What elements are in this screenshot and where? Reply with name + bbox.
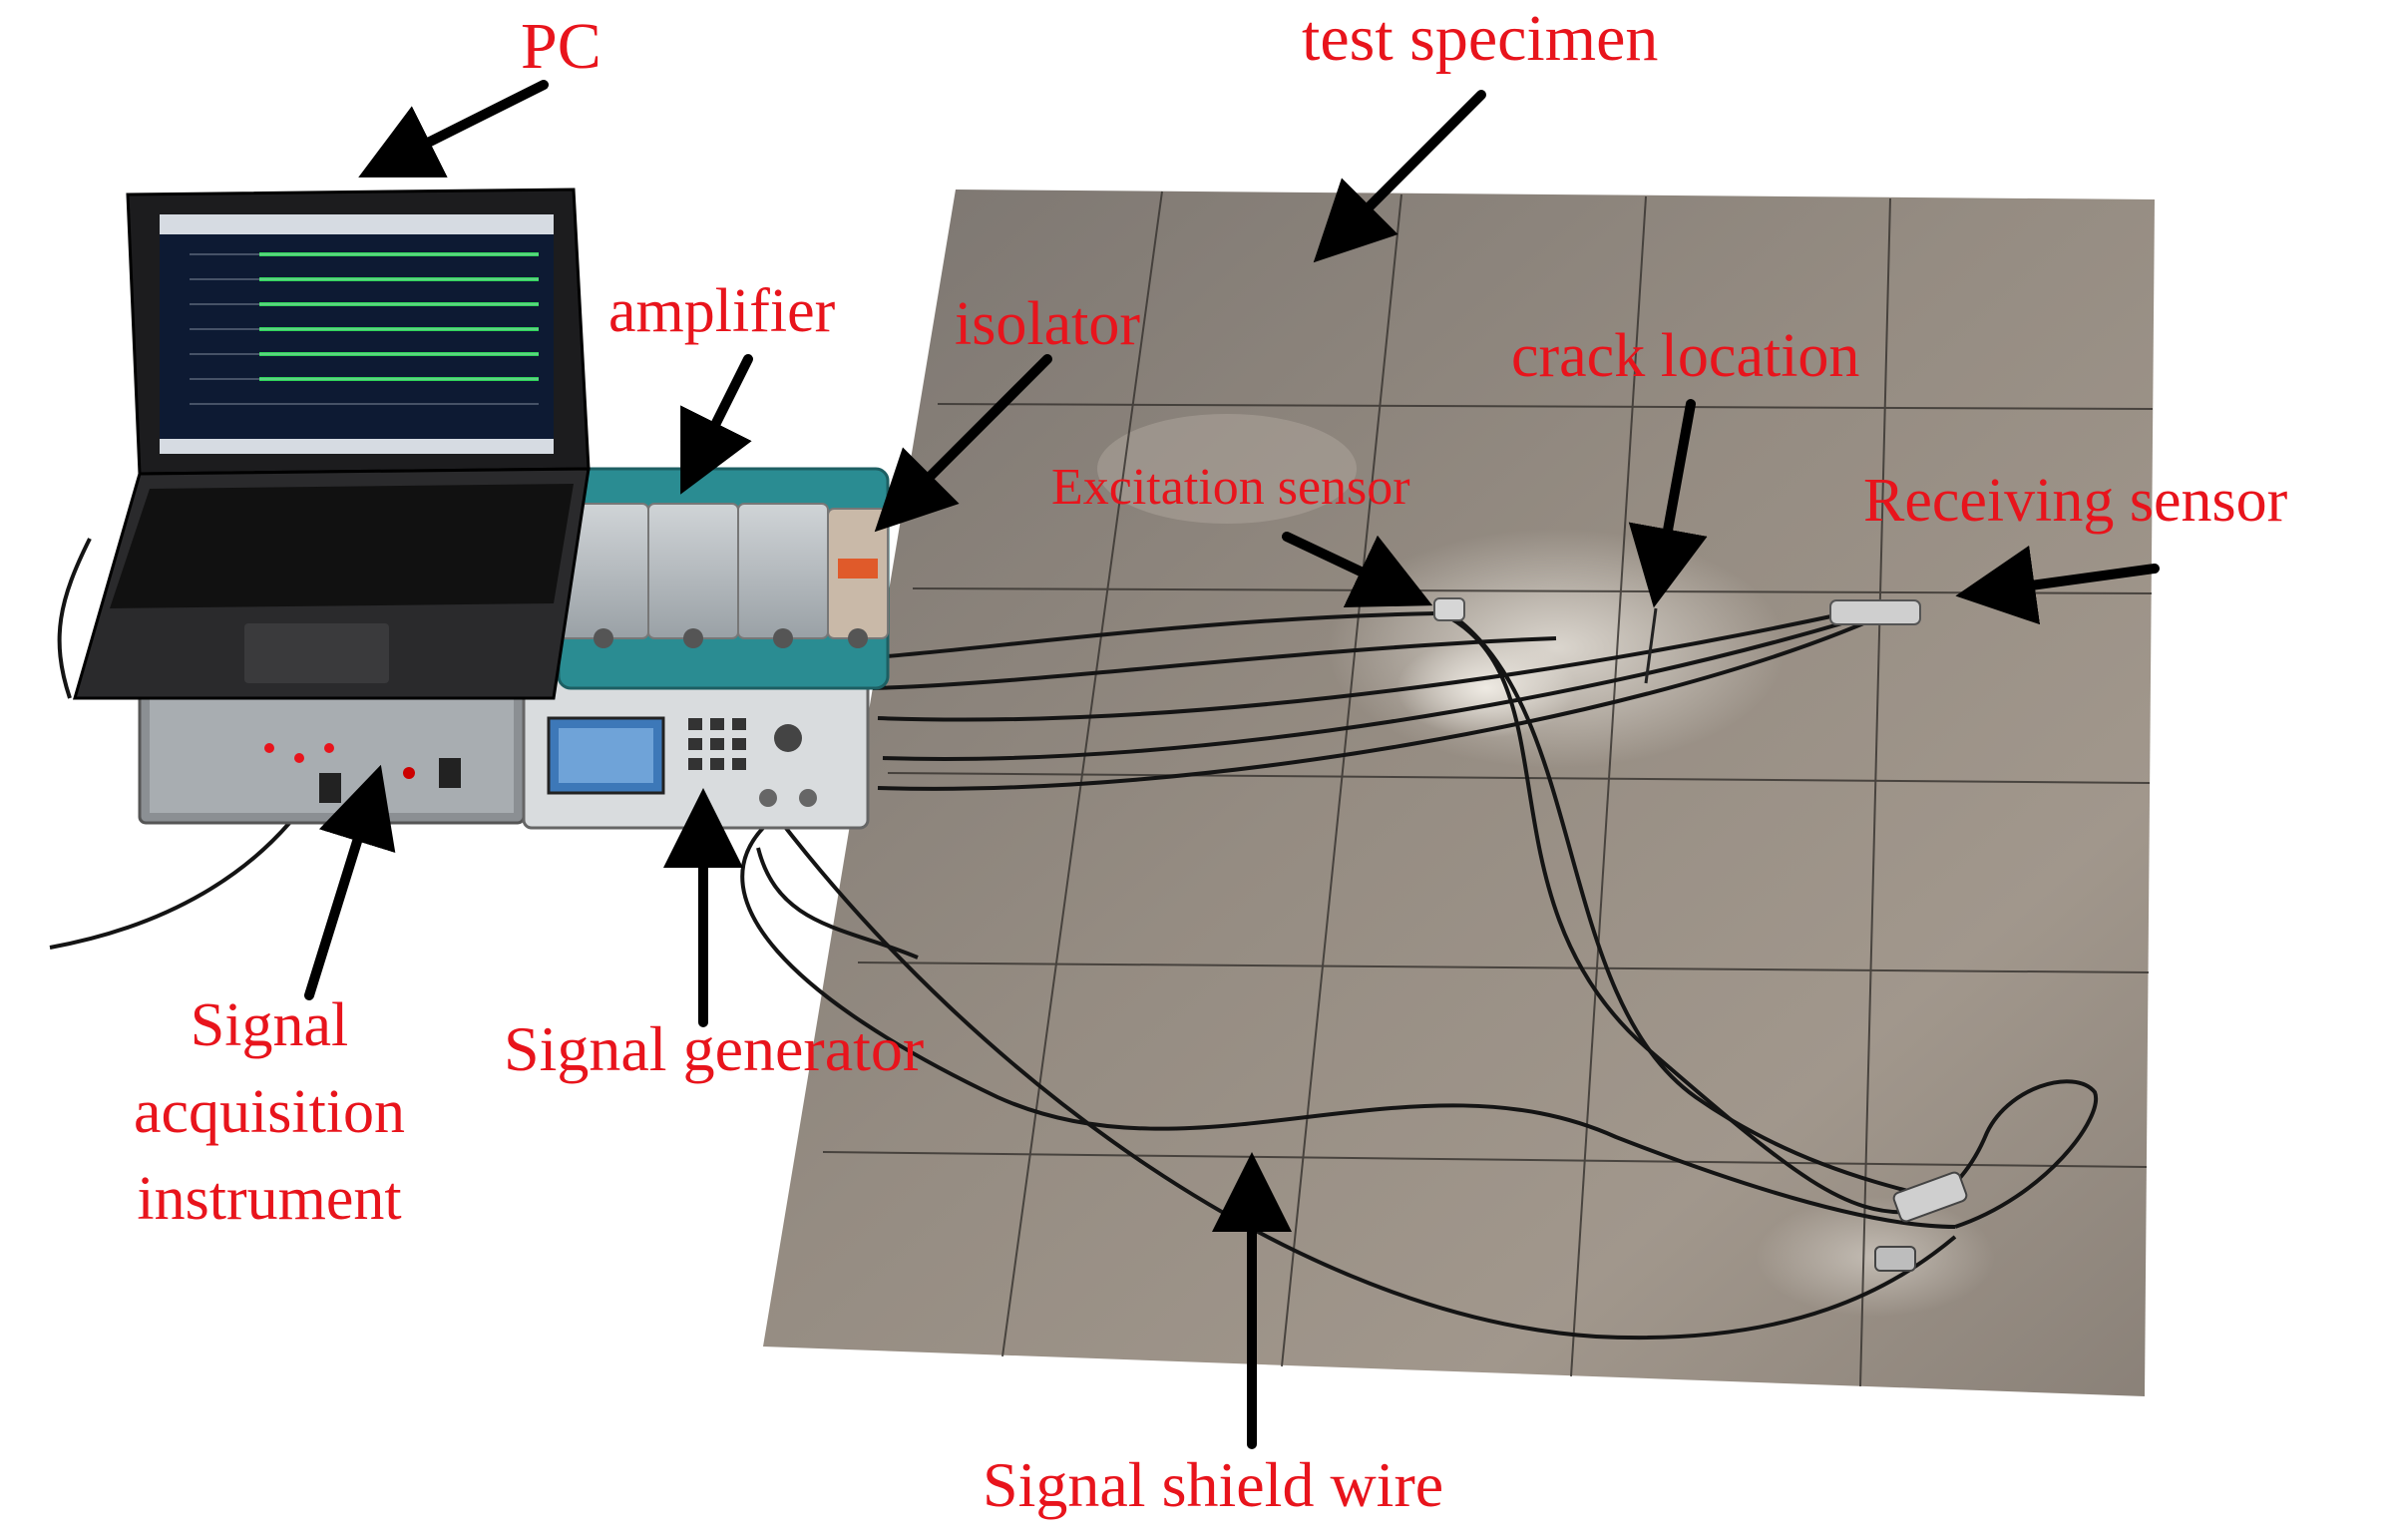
crack-mark [1644,607,1658,684]
signal-acquisition-label: Signal acquisition instrument [90,982,449,1242]
bnc-connector [1874,1171,1968,1272]
excitation-sensor-label: Excitation sensor [1051,459,1410,516]
signal-shield-wire-label: Signal shield wire [983,1449,1444,1520]
isolator-label: isolator [955,290,1140,358]
plate-grid [822,191,2154,1387]
signal-generator-device [522,676,870,830]
receiving-sensor-label: Receiving sensor [1863,467,2288,535]
test-specimen-label: test specimen [1302,2,1659,75]
signal-acquisition-arrow [304,764,396,1000]
signal-acquisition-line-3: instrument [137,1164,402,1233]
amplifier-label: amplifier [608,277,836,345]
isolator-module [827,508,889,648]
signal-acquisition-instrument [138,686,526,825]
excitation-sensor-device [1433,597,1465,621]
crack-location-label: crack location [1511,322,1860,390]
receiving-sensor-device [1829,599,1921,625]
excitation-sensor-arrow [1282,532,1433,608]
test-specimen-plate [763,190,2155,1396]
signal-shield-wires [49,538,2099,1340]
signal-acquisition-line-1: Signal [190,991,349,1059]
isolator-arrow [874,354,1052,533]
amplifier-arrow [680,354,753,495]
crack-location-arrow [1628,399,1708,608]
amplifier-modules [558,503,829,648]
pc-laptop [73,188,591,700]
pc-label: PC [521,10,601,83]
test-specimen-arrow [1313,90,1486,263]
pc-arrow [358,80,549,178]
signal-acquisition-line-2: acquisition [133,1077,406,1146]
annotation-arrows [304,80,2160,1449]
signal-generator-label: Signal generator [504,1013,925,1084]
receiving-sensor-arrow [1955,545,2160,625]
